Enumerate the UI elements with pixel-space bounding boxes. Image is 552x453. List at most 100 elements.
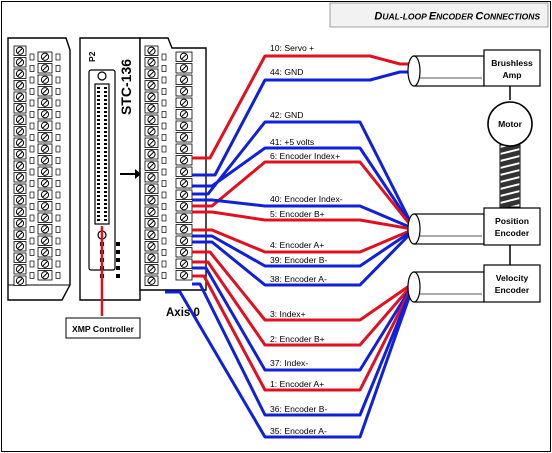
screw-slot [17, 59, 23, 66]
terminal-tab [161, 237, 167, 245]
position-encoder-box: Position Encoder [483, 207, 541, 246]
wire-label: 38: Encoder A- [270, 274, 327, 284]
connector-pin [97, 111, 100, 113]
screw-slot [42, 180, 48, 187]
screw-slot [181, 88, 187, 95]
connector-pin [104, 179, 107, 181]
header-box: DUAL-LOOP ENCODER CONNECTIONS [329, 2, 549, 28]
connector-pin [97, 127, 100, 129]
connector-pin [97, 135, 100, 137]
screw-slot [148, 243, 155, 250]
wire-label: 4: Encoder A+ [270, 240, 324, 250]
board-name: STC-136 [118, 59, 134, 115]
screw-slot [181, 111, 187, 118]
connector-pin [97, 191, 100, 193]
terminal-tab [161, 260, 167, 268]
terminal-tab [55, 76, 61, 84]
terminal-tab [29, 76, 35, 84]
screw-slot [181, 203, 187, 210]
terminal-tab [55, 88, 61, 95]
wire-label: 42: GND [270, 110, 303, 120]
wire-vel-b-minus [192, 282, 414, 417]
screw-slot [17, 151, 23, 158]
terminal-tab [161, 76, 167, 84]
wire-label: 40: Encoder Index- [270, 194, 343, 204]
wire-gnd-amp [192, 70, 418, 177]
connector-pin [97, 199, 100, 201]
wire-label: 10: Servo + [270, 43, 314, 53]
connector-pin [104, 219, 107, 221]
arrow-right-icon [120, 169, 141, 179]
terminal-tab [29, 168, 35, 176]
terminal-tab [29, 88, 35, 95]
connector-pin [104, 99, 107, 101]
screw-slot [148, 47, 155, 54]
connector-pin [97, 151, 100, 153]
terminal-tab [55, 249, 61, 256]
terminal-tab [29, 122, 35, 130]
connector-pin [97, 103, 100, 105]
xmp-controller-label: XMP Controller [72, 324, 135, 334]
terminal-tab [161, 157, 167, 164]
terminal-tab [55, 237, 61, 245]
connector-pin [104, 123, 107, 125]
connector-pin [104, 147, 107, 149]
terminal-tab [55, 122, 61, 130]
screw-slot [17, 47, 23, 54]
screw-slot [17, 197, 23, 204]
connector-pin [104, 119, 107, 121]
diagram-title: DUAL-LOOP ENCODER CONNECTIONS [374, 11, 540, 23]
screw-slot [17, 70, 23, 77]
screw-slot [17, 105, 23, 112]
connector-pin [104, 95, 107, 97]
shaft-stripe [500, 164, 520, 174]
screw-slot [17, 93, 23, 100]
terminal-tab [55, 134, 61, 141]
screw-slot [148, 162, 155, 169]
connector-pin [97, 171, 100, 173]
connector-pin [104, 135, 107, 137]
connector-pin [104, 199, 107, 201]
wire-label: 3: Index+ [270, 309, 306, 319]
connector-pin [104, 183, 107, 185]
connector-pin [97, 215, 100, 217]
screw-slot [181, 157, 187, 164]
terminal-tab [29, 226, 35, 233]
screw-slot [148, 59, 155, 66]
wire-servo-plus [192, 54, 418, 160]
connector-pin [97, 187, 100, 189]
screw-slot [17, 162, 23, 169]
connector-pin [104, 139, 107, 141]
wire-vel-a-plus [192, 274, 414, 392]
terminal-tab [161, 203, 167, 210]
screw-slot [181, 180, 187, 187]
terminal-tab [29, 134, 35, 141]
connector-label: P2 [87, 51, 97, 62]
screw-slot [148, 70, 155, 77]
wire-label: 35: Encoder A- [270, 426, 327, 436]
screw-slot [42, 249, 48, 256]
shaft-stripe [500, 171, 520, 181]
terminal-tab [55, 99, 61, 107]
connector-pin [104, 91, 107, 93]
terminal-tab [29, 180, 35, 187]
screw-slot [181, 272, 187, 279]
screw-slot [148, 220, 155, 227]
connector-pin [104, 175, 107, 177]
screw-slot [42, 157, 48, 164]
terminal-tab [161, 191, 167, 199]
connector-pin [97, 95, 100, 97]
screw-slot [17, 116, 23, 123]
screw-slot [17, 139, 23, 146]
connector-pin [97, 107, 100, 109]
terminal-tab [161, 111, 167, 118]
connector-pin [104, 155, 107, 157]
wire-b-minus [192, 229, 413, 268]
board-dot [116, 258, 120, 262]
connector-pin [104, 131, 107, 133]
screw-slot [17, 231, 23, 238]
terminal-tab [161, 88, 167, 95]
wire-a-minus [192, 230, 414, 287]
wire-vel-a-minus [165, 288, 414, 439]
screw-slot [42, 76, 48, 83]
